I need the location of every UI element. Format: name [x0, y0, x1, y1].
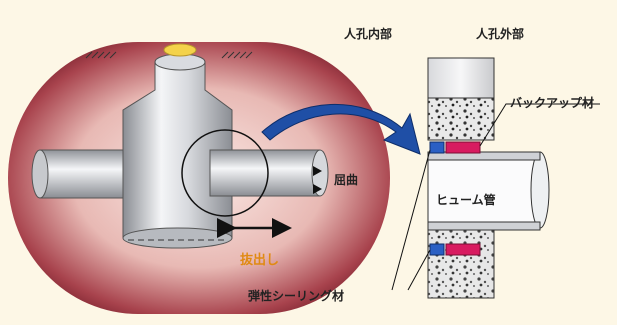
backup-material-bottom [445, 243, 481, 256]
manhole-riser [122, 53, 233, 249]
label-backup-material: バックアップ材 [510, 95, 594, 110]
detail-hume-pipe [427, 151, 550, 231]
right-pipe [209, 149, 329, 197]
left-pipe [31, 149, 131, 199]
label-hume-pipe: ヒューム管 [436, 192, 496, 207]
label-manhole-inside: 人孔内部 [344, 26, 392, 41]
detail-wall [427, 57, 495, 299]
bending-arrow-icon [313, 166, 322, 194]
detail-pointer-arrow-icon [261, 103, 421, 155]
sealant-bottom [429, 243, 445, 256]
joint-highlight-circle [181, 129, 269, 217]
backup-material-top [445, 141, 481, 154]
ground-hatching [85, 51, 253, 59]
label-elastic-sealing-material: 弾性シーリング材 [248, 288, 344, 303]
label-pull-out: 抜出し [240, 252, 279, 268]
label-manhole-outside: 人孔外部 [476, 26, 524, 41]
label-bending: 屈曲 [334, 172, 358, 187]
leader-lines [391, 103, 600, 291]
sealant-top [429, 141, 445, 154]
cap-icon [163, 43, 197, 57]
